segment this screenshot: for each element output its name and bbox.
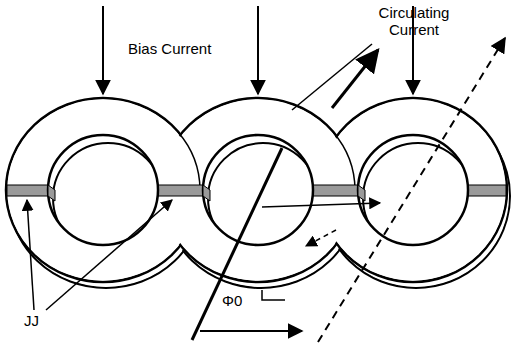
flux-dashed-line (318, 38, 505, 342)
junction-edge (358, 185, 365, 201)
bias-arrow (257, 6, 259, 94)
hole-wall (363, 143, 473, 253)
overlap-arc (333, 132, 355, 190)
current-label: Bias Current (128, 40, 238, 57)
leader-line (292, 44, 372, 110)
flux-step (262, 290, 285, 300)
junction-band (158, 185, 203, 196)
junction-band (7, 185, 48, 196)
flux-line (192, 148, 282, 340)
flux-arrow (262, 203, 380, 207)
current-label: Circulating Current (366, 4, 462, 39)
junction-label: JJ (24, 312, 54, 329)
hole-wall (53, 143, 163, 253)
hole-walls (53, 143, 473, 253)
junction-band (468, 185, 506, 196)
ring-top-fill (8, 100, 506, 281)
washer-hole (48, 135, 158, 245)
bias-arrows (103, 6, 413, 94)
holes (48, 135, 468, 245)
junction-edge (48, 185, 55, 201)
current-arrow (332, 50, 378, 108)
hole-bands (48, 185, 365, 201)
flux-label: Φ0 (222, 292, 252, 309)
washer-hole (358, 135, 468, 245)
jj-leader (46, 200, 172, 310)
phi-arrow (200, 330, 302, 332)
hole-wall (208, 143, 318, 253)
bias-arrow (102, 6, 104, 94)
junction-edge (203, 185, 210, 201)
flux-dashed-arrow (306, 230, 336, 246)
overlap-arc (178, 132, 200, 190)
junction-band (313, 185, 358, 196)
washer-hole (203, 135, 313, 245)
ring-top (6, 98, 507, 282)
jj-leader (27, 200, 34, 310)
